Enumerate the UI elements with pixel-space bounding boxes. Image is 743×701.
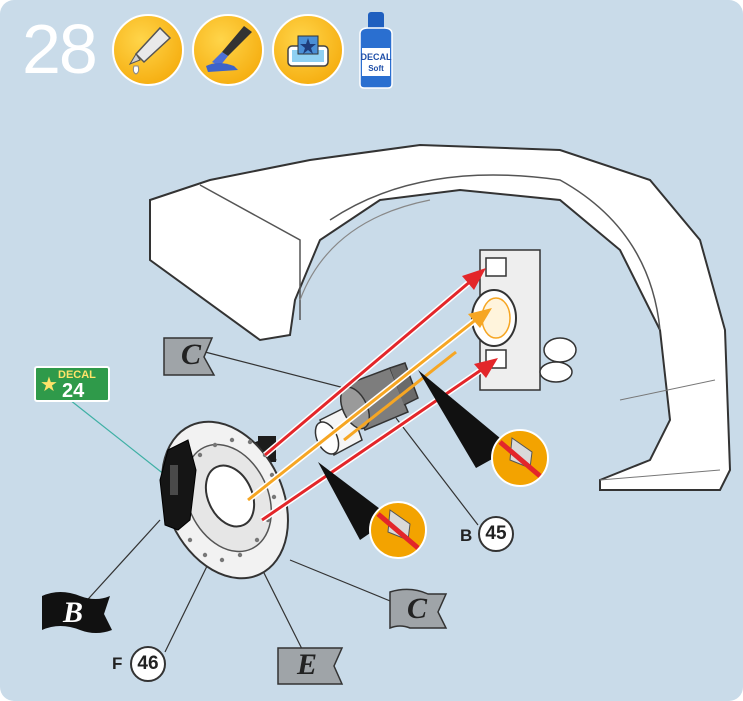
no-glue-callout-left: [318, 462, 426, 558]
caliper-decal-strip: [170, 465, 178, 495]
paint-brush-icon: [192, 14, 264, 86]
flag-b-letter: B: [56, 598, 90, 628]
part-f-number: 46: [130, 646, 166, 682]
star-icon: ★: [40, 372, 58, 397]
decal-tag: ★ DECAL 24: [34, 366, 110, 402]
glue-tube-icon: [112, 14, 184, 86]
flag-e-letter: E: [290, 650, 324, 680]
part-b-letter: B: [460, 526, 472, 546]
decal-leader-line: [70, 400, 165, 475]
decal-water-dish-icon: [272, 14, 344, 86]
step-number: 28: [22, 14, 96, 84]
flag-c-bottom-letter: C: [400, 594, 434, 624]
part-f-letter: F: [112, 654, 122, 674]
part-b-number: 45: [478, 516, 514, 552]
decal-softener-bottle-icon: DECAL Soft: [354, 10, 398, 90]
decal-tag-number: 24: [62, 380, 84, 403]
flag-c-top-letter: C: [174, 340, 208, 370]
bottle-label-bottom: Soft: [368, 64, 384, 73]
bottle-label-top: DECAL: [361, 52, 393, 62]
